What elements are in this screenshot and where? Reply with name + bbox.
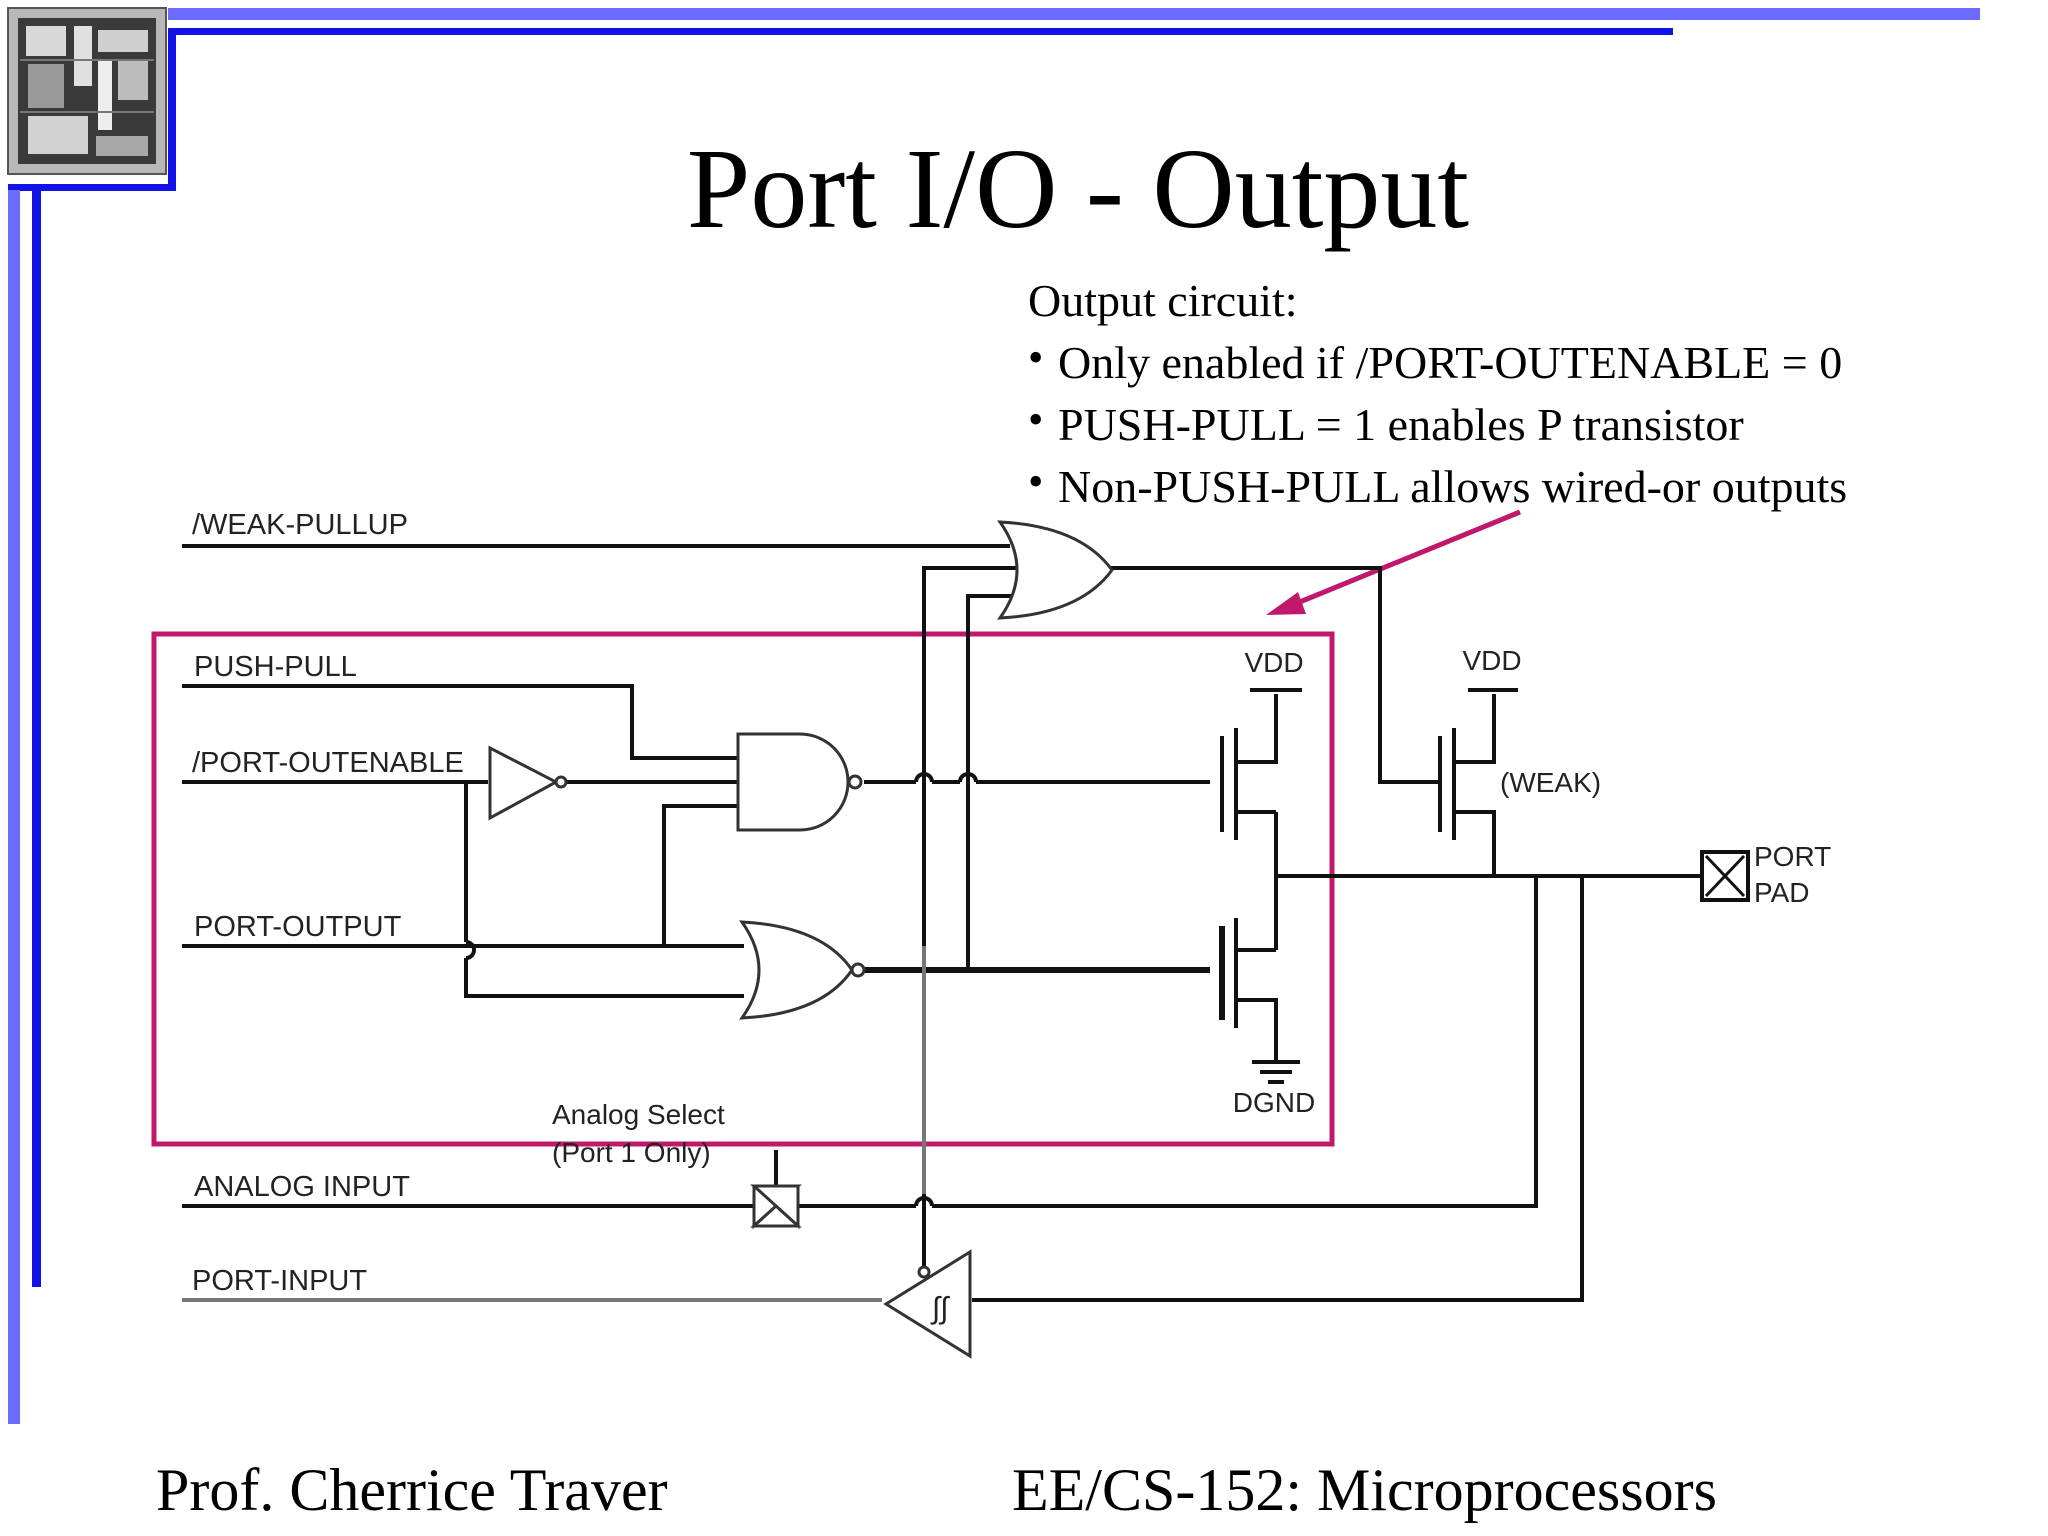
transmission-gate-icon <box>750 1184 802 1230</box>
signal-weak-pullup: /WEAK-PULLUP <box>192 509 408 541</box>
label-vdd-main: VDD <box>1244 647 1303 678</box>
label-analog-select: Analog Select <box>552 1099 725 1130</box>
svg-text:∫∫: ∫∫ <box>930 1292 950 1325</box>
label-weak: (WEAK) <box>1500 767 1601 798</box>
slide-title: Port I/O - Output <box>687 125 1469 252</box>
accent-bars <box>8 8 1980 1424</box>
bullet-marker: • <box>1028 457 1043 506</box>
signal-port-input: PORT-INPUT <box>192 1265 367 1297</box>
bullet-marker: • <box>1028 333 1043 382</box>
label-dgnd: DGND <box>1233 1087 1315 1118</box>
signal-port-output: PORT-OUTPUT <box>194 911 402 943</box>
inverter-gate <box>488 745 568 821</box>
callout-arrow <box>1266 509 1521 615</box>
signal-push-pull: PUSH-PULL <box>194 651 357 683</box>
notes-block: Output circuit: • Only enabled if /PORT-… <box>1028 275 1847 512</box>
nor-gate <box>738 920 866 1020</box>
footer-course: EE/CS-152: Microprocessors <box>1012 1457 1717 1523</box>
notes-bullet: Only enabled if /PORT-OUTENABLE = 0 <box>1058 337 1842 388</box>
or-gate-weak-pullup <box>996 520 1114 620</box>
label-analog-select-port: (Port 1 Only) <box>552 1137 711 1168</box>
output-circuit-highlight-box <box>151 631 1335 1147</box>
notes-heading: Output circuit: <box>1028 275 1298 326</box>
label-port-pad-2: PAD <box>1754 877 1810 908</box>
chip-die-image <box>7 7 167 175</box>
port-pad-icon <box>1700 850 1750 902</box>
notes-bullet: Non-PUSH-PULL allows wired-or outputs <box>1058 461 1847 512</box>
notes-bullet: PUSH-PULL = 1 enables P transistor <box>1058 399 1744 450</box>
wires <box>182 544 1702 1302</box>
nand-gate <box>736 732 863 832</box>
diagram-labels: /WEAK-PULLUP PUSH-PULL /PORT-OUTENABLE P… <box>192 509 1831 1297</box>
label-port-pad-1: PORT <box>1754 841 1831 872</box>
footer-author: Prof. Cherrice Traver <box>156 1457 668 1523</box>
signal-analog-input: ANALOG INPUT <box>194 1171 410 1203</box>
label-vdd-weak: VDD <box>1462 645 1521 676</box>
schmitt-trigger-buffer: ∫∫ <box>883 1249 972 1359</box>
bullet-marker: • <box>1028 395 1043 444</box>
signal-port-outenable: /PORT-OUTENABLE <box>192 747 464 779</box>
